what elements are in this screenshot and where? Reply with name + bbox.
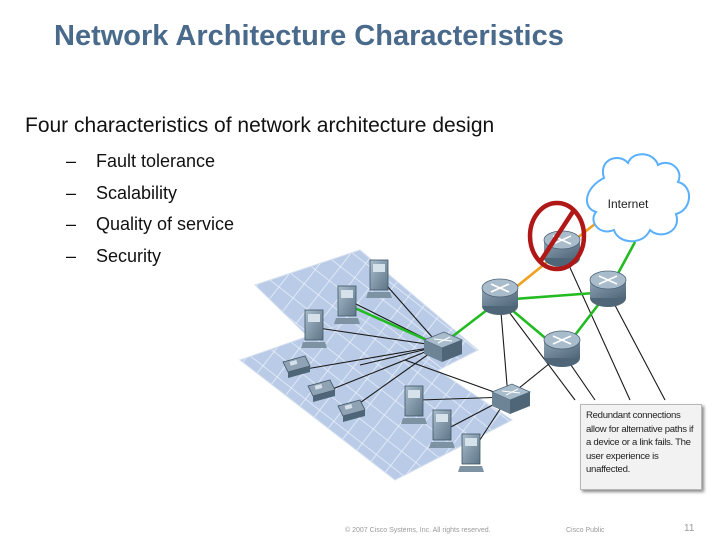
pc-icon-2	[334, 285, 360, 324]
bullet-dash: –	[66, 245, 77, 266]
switch-lower	[490, 383, 532, 414]
bullet-label: Scalability	[96, 182, 178, 203]
pc-icon-3	[301, 309, 327, 348]
footer-copyright: © 2007 Cisco Systems, Inc. All rights re…	[345, 527, 491, 534]
failure-prohibited-icon	[527, 200, 587, 272]
bullet-label: Security	[96, 245, 162, 266]
redundancy-callout: Redundant connections allow for alternat…	[580, 404, 702, 490]
bullet-item-quality-of-service: –Quality of service	[66, 209, 234, 241]
ip-phone-icon-3	[337, 399, 366, 422]
internet-cloud: Internet	[586, 153, 690, 243]
bullet-list: –Fault tolerance –Scalability –Quality o…	[66, 146, 234, 272]
pc-icon-1	[366, 259, 392, 298]
bullet-label: Fault tolerance	[96, 151, 216, 172]
pc-icon-4	[401, 385, 427, 424]
bullet-item-fault-tolerance: –Fault tolerance	[66, 146, 234, 178]
bullet-label: Quality of service	[96, 214, 235, 235]
bullet-item-scalability: –Scalability	[66, 178, 234, 210]
slide-title: Network Architecture Characteristics	[54, 20, 564, 52]
pc-icon-6	[458, 433, 484, 472]
switch-upper	[422, 331, 464, 362]
bullet-item-security: –Security	[66, 241, 234, 273]
router-bottom	[543, 330, 581, 367]
router-left	[481, 278, 519, 315]
internet-label: Internet	[608, 197, 649, 211]
bullet-dash: –	[66, 182, 77, 203]
bullet-dash: –	[66, 151, 77, 172]
page-number: 11	[684, 523, 695, 534]
ip-phone-icon-1	[282, 355, 311, 378]
pc-icon-5	[429, 409, 455, 448]
footer-classification: Cisco Public	[566, 527, 605, 534]
bullet-dash: –	[66, 214, 77, 235]
ip-phone-icon-2	[307, 379, 336, 402]
slide-subtitle: Four characteristics of network architec…	[25, 114, 495, 137]
router-right	[589, 270, 627, 307]
